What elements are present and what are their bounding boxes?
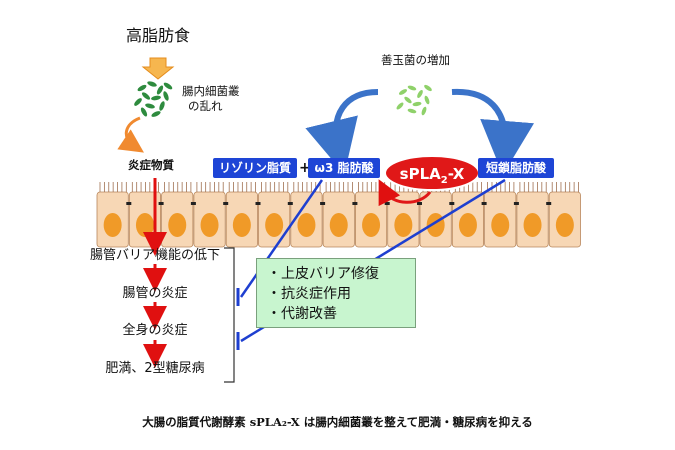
progression-step-3: 全身の炎症 bbox=[122, 323, 188, 338]
tight-junction bbox=[384, 202, 390, 205]
tight-junction bbox=[417, 202, 422, 205]
tight-junction bbox=[287, 202, 293, 205]
tight-junction bbox=[320, 202, 326, 205]
effect-barrier-repair: ・上皮バリア修復 bbox=[267, 266, 379, 282]
figure-caption: 大腸の脂質代謝酵素 sPLA₂-X は腸内細菌叢を整えて肥満・糖尿病を抑える bbox=[142, 415, 533, 429]
cell-nucleus bbox=[200, 213, 219, 237]
inflammatory-substance-label: 炎症物質 bbox=[128, 158, 174, 172]
tight-junction bbox=[255, 202, 261, 205]
tight-junction bbox=[546, 202, 552, 205]
epithelial-cell-layer bbox=[96, 182, 581, 248]
high-fat-diet-label: 高脂肪食 bbox=[126, 26, 191, 45]
bacteria-disorder-label-line2: の乱れ bbox=[188, 99, 223, 113]
lysophospholipid-box: リゾリン脂質 bbox=[213, 158, 297, 178]
cell-nucleus bbox=[394, 213, 413, 237]
disordered-bacteria-icon bbox=[134, 81, 173, 117]
spla2x-suffix: -X bbox=[447, 165, 465, 183]
cell-nucleus bbox=[491, 213, 510, 237]
cell-nucleus bbox=[168, 213, 187, 237]
progression-step-2: 腸管の炎症 bbox=[122, 286, 188, 301]
cell-nucleus bbox=[329, 213, 348, 237]
cell-nucleus bbox=[362, 213, 381, 237]
tight-junction bbox=[223, 202, 229, 205]
cell-nucleus bbox=[458, 213, 477, 237]
plus-sign: + bbox=[299, 160, 311, 176]
good-bacteria-label: 善玉菌の増加 bbox=[381, 53, 450, 67]
spla2x-label: sPLA2-X bbox=[392, 167, 472, 186]
cell-nucleus bbox=[555, 213, 574, 237]
bacteria-to-scfa-arrow bbox=[451, 88, 535, 175]
enzyme-curved-arrow bbox=[378, 179, 432, 207]
effects-box: ・上皮バリア修復 ・抗炎症作用 ・代謝改善 bbox=[256, 258, 416, 328]
tight-junction bbox=[513, 202, 519, 205]
bacteria-to-inflammation-arrow bbox=[117, 116, 144, 153]
cell-nucleus bbox=[523, 213, 542, 237]
progression-step-1: 腸管バリア機能の低下 bbox=[89, 248, 220, 263]
tight-junction bbox=[352, 202, 358, 205]
cell-nucleus bbox=[232, 213, 251, 237]
tight-junction bbox=[481, 202, 487, 205]
tight-junction bbox=[158, 202, 164, 205]
omega3-box: ω3 脂肪酸 bbox=[308, 158, 380, 178]
tight-junction bbox=[190, 202, 196, 205]
cell-nucleus bbox=[297, 213, 316, 237]
bacteria-to-lipid-arrow bbox=[305, 89, 379, 175]
progression-step-4: 肥満、2型糖尿病 bbox=[105, 361, 205, 376]
effect-anti-inflammatory: ・抗炎症作用 bbox=[267, 286, 351, 302]
good-bacteria-icon bbox=[396, 84, 432, 116]
diet-down-arrow bbox=[141, 57, 175, 80]
bacteria-disorder-label-line1: 腸内細菌叢 bbox=[182, 84, 240, 98]
cell-nucleus bbox=[265, 213, 284, 237]
effect-metabolic-improvement: ・代謝改善 bbox=[267, 306, 337, 322]
spla2x-subscript: 2 bbox=[440, 175, 448, 186]
tight-junction bbox=[126, 202, 132, 205]
inhibit-line-lipid bbox=[239, 179, 324, 298]
progression-bracket bbox=[224, 247, 235, 383]
short-chain-fatty-acid-box: 短鎖脂肪酸 bbox=[478, 158, 554, 178]
cell-nucleus bbox=[135, 213, 154, 237]
cell-nucleus bbox=[103, 213, 122, 237]
tight-junction bbox=[449, 202, 455, 205]
spla2x-prefix: sPLA bbox=[399, 165, 441, 183]
